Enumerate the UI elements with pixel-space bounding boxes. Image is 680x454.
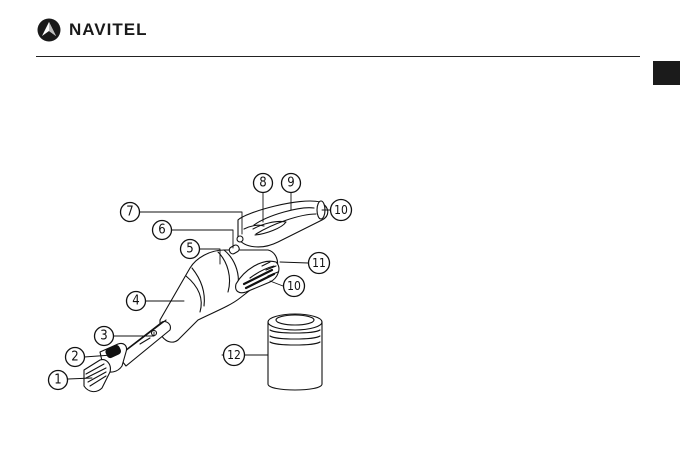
callout-12: 12 [224, 345, 245, 366]
callout-2: 2 [66, 348, 85, 367]
filter-container [268, 314, 322, 390]
svg-text:6: 6 [158, 223, 165, 238]
callout-10-top: 10 [331, 200, 352, 221]
svg-text:9: 9 [287, 176, 294, 191]
svg-text:12: 12 [227, 348, 241, 362]
callout-11: 11 [309, 253, 330, 274]
callout-9: 9 [282, 174, 301, 193]
handle-tube [118, 320, 170, 366]
svg-text:4: 4 [132, 294, 139, 309]
svg-text:7: 7 [126, 205, 133, 220]
nozzle-attachment [238, 201, 328, 247]
svg-text:8: 8 [259, 176, 266, 191]
callout-1: 1 [49, 371, 68, 390]
svg-text:10: 10 [287, 279, 301, 293]
callout-7: 7 [121, 203, 140, 222]
svg-text:2: 2 [71, 350, 78, 365]
svg-text:10: 10 [334, 203, 348, 217]
callout-5: 5 [181, 240, 200, 259]
callout-4: 4 [127, 292, 146, 311]
callout-8: 8 [254, 174, 273, 193]
callout-10-bottom: 10 [284, 276, 305, 297]
svg-text:3: 3 [100, 329, 107, 344]
callout-6: 6 [153, 221, 172, 240]
svg-text:1: 1 [54, 373, 61, 388]
svg-text:11: 11 [312, 256, 326, 270]
svg-text:5: 5 [186, 242, 193, 257]
callout-3: 3 [95, 327, 114, 346]
end-cap [84, 343, 127, 391]
